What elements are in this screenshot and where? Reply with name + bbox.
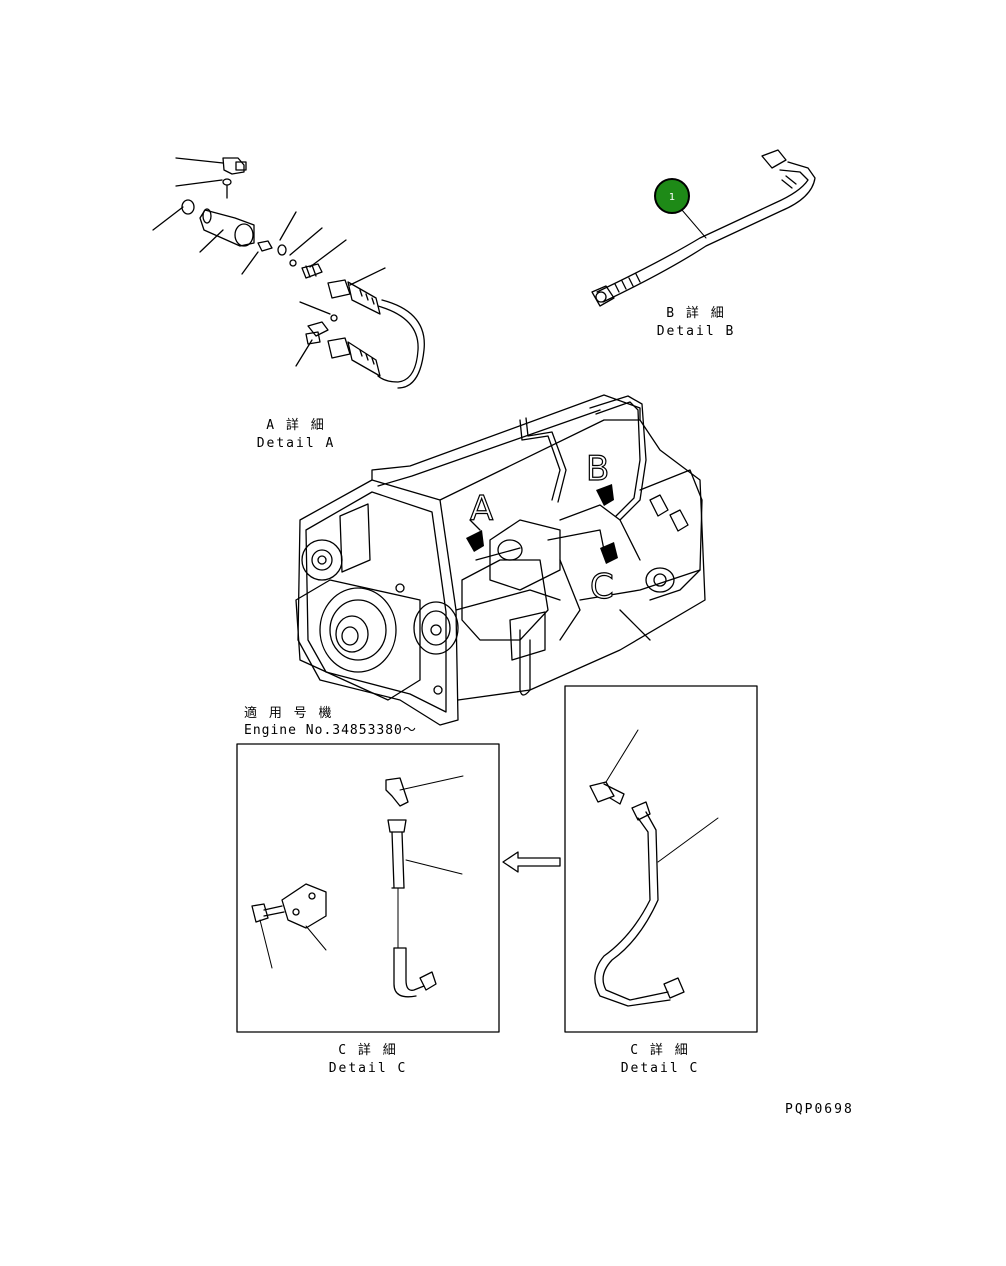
- engine-drawing: [295, 394, 706, 726]
- detail-b-drawing: [591, 149, 816, 307]
- svg-text:B: B: [586, 449, 609, 489]
- svg-text:A: A: [470, 489, 493, 529]
- detail-c-right-label-jp: C 詳 細: [630, 1043, 690, 1058]
- detail-c-arrow: [502, 851, 561, 873]
- detail-a-label-en: Detail A: [256, 436, 336, 451]
- detail-c-right-frame: [564, 685, 758, 1033]
- detail-a-label-jp: A 詳 細: [266, 418, 326, 433]
- svg-text:C: C: [590, 567, 614, 607]
- detail-c-left-label-jp: C 詳 細: [338, 1043, 398, 1058]
- engine-marker-b: B: [585, 448, 614, 506]
- detail-c-left-drawing: [251, 775, 464, 998]
- engine-marker-a: A: [466, 488, 494, 552]
- engine-marker-c: C: [589, 542, 618, 608]
- detail-c-right-label-en: Detail C: [620, 1061, 700, 1076]
- detail-c-right-drawing: [589, 729, 719, 1007]
- detail-c-left-label-en: Detail C: [328, 1061, 408, 1076]
- applicability-label-jp: 適 用 号 機: [244, 706, 334, 721]
- detail-a-drawing: [152, 157, 425, 389]
- drawing-code: PQP0698: [785, 1102, 854, 1117]
- callout-1-number: 1: [669, 192, 675, 203]
- detail-b-label-en: Detail B: [656, 324, 736, 339]
- detail-b-label-jp: B 詳 細: [666, 306, 726, 321]
- detail-c-left-frame: [236, 743, 500, 1033]
- applicability-label-en: Engine No.34853380～: [244, 723, 417, 738]
- callout-1[interactable]: 1: [654, 178, 690, 214]
